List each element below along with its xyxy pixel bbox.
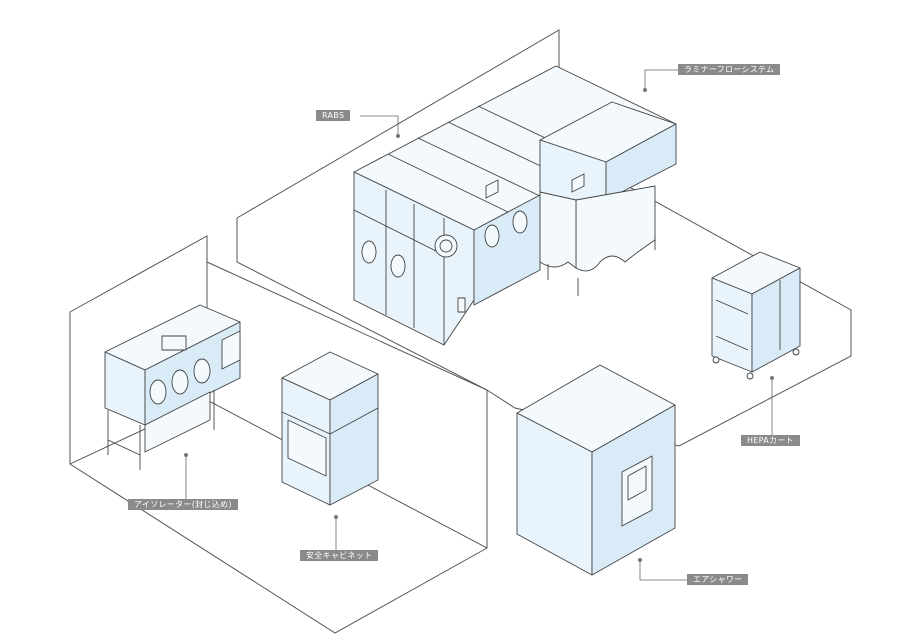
label-isolator: アイソレーター(封じ込め) [128, 499, 238, 510]
laminar-flow-unit [539, 101, 677, 296]
isolator [104, 304, 241, 470]
label-safety-cabinet: 安全キャビネット [300, 550, 379, 561]
label-air-shower: エアシャワー [687, 574, 749, 585]
air-shower [516, 364, 676, 576]
hepa-cart [711, 251, 801, 380]
safety-cabinet [281, 351, 379, 506]
leader-lines [170, 69, 774, 581]
rabs-unit [353, 65, 677, 346]
label-rabs: RABS [316, 110, 351, 121]
label-hepa-cart: HEPAカート [741, 435, 800, 446]
label-laminar-flow: ラミナーフローシステム [678, 64, 781, 75]
